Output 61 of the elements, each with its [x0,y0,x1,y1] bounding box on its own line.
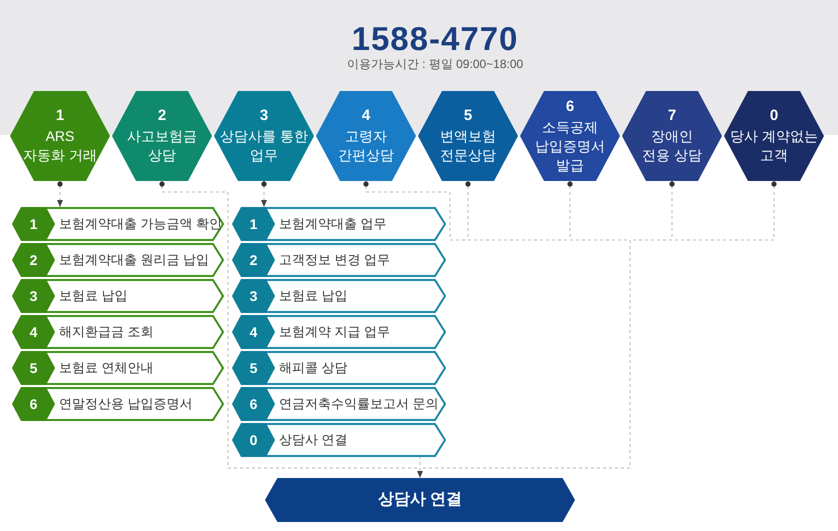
item-number: 5 [12,351,55,385]
banner-label: 상담사 연결 [378,490,462,510]
category-label: 상담사를 통한 업무 [220,127,308,165]
item-label: 해지환급금 조회 [59,324,154,340]
category-number: 7 [668,107,676,125]
category-label: 당사 계약없는 고객 [730,127,818,165]
menu-item [232,351,446,385]
item-label: 보험계약대출 원리금 납입 [59,252,210,268]
menu-item [12,207,224,241]
menu-item [232,315,446,349]
menu-item [12,387,224,421]
category-label: 변액보험 전문상담 [440,127,496,165]
menu-item [232,207,446,241]
dashed-arrow [57,180,63,208]
category-number: 5 [464,107,472,125]
item-number: 6 [232,387,275,421]
item-label: 보험료 납입 [279,288,348,304]
category-label: 고령자 간편상담 [338,127,394,165]
item-number: 3 [12,279,55,313]
category-label: 장애인 전용 상담 [642,127,702,165]
category-number: 3 [260,107,268,125]
item-number: 4 [12,315,55,349]
item-label: 보험계약대출 가능금액 확인 [59,216,222,232]
item-label: 보험계약 지급 업무 [279,324,390,340]
item-number: 3 [232,279,275,313]
item-number: 6 [12,387,55,421]
dashed-arrow [261,180,267,208]
item-number: 2 [232,243,275,277]
menu-item [12,279,224,313]
category-number: 0 [770,107,778,125]
item-number: 2 [12,243,55,277]
item-label: 보험료 납입 [59,288,128,304]
hours-note: 이용가능시간 : 평일 09:00~18:00 [346,57,524,71]
item-number: 1 [12,207,55,241]
item-label: 보험료 연체안내 [59,360,154,376]
item-label: 상담사 연결 [279,432,348,448]
menu-item [232,279,446,313]
category-label: 소득공제 납입증명서 발급 [535,118,605,174]
category-label: 사고보험금 상담 [127,127,197,165]
dashed-arrow [417,468,423,478]
item-number: 5 [232,351,275,385]
item-label: 고객정보 변경 업무 [279,252,390,268]
item-number: 4 [232,315,275,349]
category-number: 4 [362,107,370,125]
item-label: 보험계약대출 업무 [279,216,387,232]
menu-item [12,243,224,277]
item-number: 1 [232,207,275,241]
item-label: 연말정산용 납입증명서 [59,396,193,412]
item-label: 해피콜 상담 [279,360,348,376]
menu-item [232,423,446,457]
category-label: ARS 자동화 거래 [23,127,97,165]
menu-item [12,351,224,385]
phone-number-title: 1588-4770 [352,22,518,55]
menu-item [12,315,224,349]
item-number: 0 [232,423,275,457]
category-number: 6 [566,98,574,116]
category-number: 1 [56,107,64,125]
category-number: 2 [158,107,166,125]
menu-item [232,387,446,421]
menu-item [232,243,446,277]
item-label: 연금저축수익률보고서 문의 [279,396,439,412]
